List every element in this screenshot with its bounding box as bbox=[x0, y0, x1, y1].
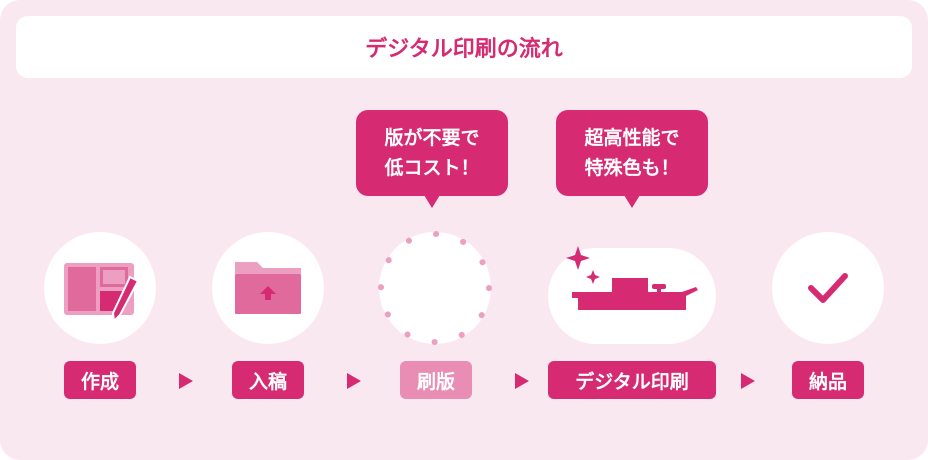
arrow-right-icon bbox=[347, 373, 361, 389]
callout-text: 超高性能で bbox=[584, 127, 680, 149]
callout-text: 低コスト！ bbox=[384, 157, 480, 179]
dotted-circle-icon bbox=[378, 231, 492, 345]
page-title: デジタル印刷の流れ bbox=[16, 16, 912, 78]
arrow-right-icon bbox=[179, 373, 193, 389]
step-label-submit: 入稿 bbox=[232, 361, 304, 399]
step-create-circle bbox=[44, 232, 156, 344]
callout-text: 特殊色も！ bbox=[584, 157, 680, 179]
step-label-create: 作成 bbox=[64, 361, 136, 399]
step-label-digital-print: デジタル印刷 bbox=[548, 361, 716, 399]
step-submit-circle bbox=[212, 232, 324, 344]
design-edit-icon bbox=[64, 263, 140, 323]
printer-sparkle-icon bbox=[566, 246, 698, 310]
arrow-right-icon bbox=[741, 373, 755, 389]
callout-text: 版が不要で bbox=[384, 127, 480, 149]
check-icon bbox=[808, 273, 848, 303]
step-label-delivery: 納品 bbox=[792, 361, 864, 399]
step-digital-print-pill bbox=[548, 246, 716, 344]
step-plate-circle bbox=[378, 231, 492, 345]
callout-special-color: 超高性能で 特殊色も！ bbox=[556, 110, 708, 208]
callout-low-cost: 版が不要で 低コスト！ bbox=[356, 110, 508, 208]
step-label-plate: 刷版 bbox=[400, 361, 472, 399]
arrow-right-icon bbox=[515, 373, 529, 389]
step-delivery-circle bbox=[772, 232, 884, 344]
folder-upload-icon bbox=[235, 262, 301, 314]
